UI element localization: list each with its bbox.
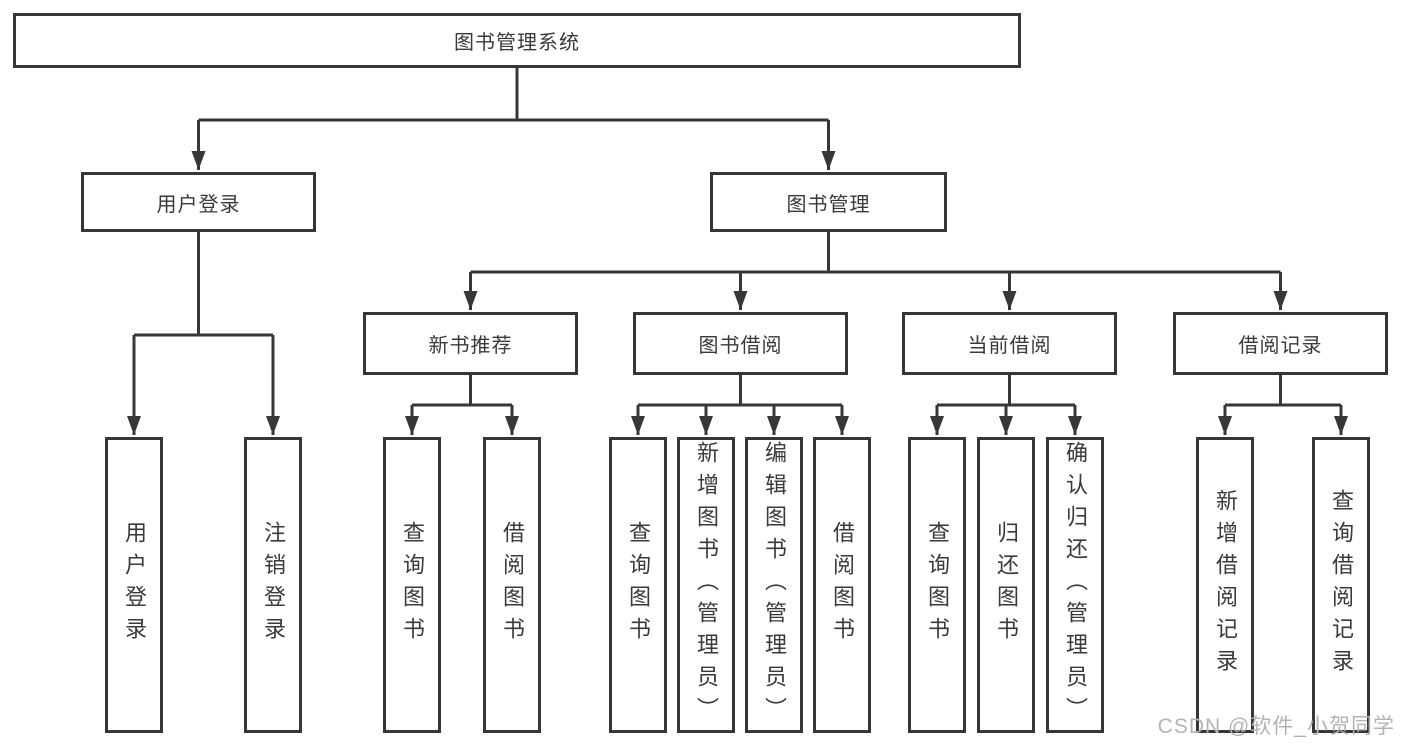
csdn-watermark: CSDN @软件_小贺同学 [1157,715,1395,738]
leaf-logout: 注销登录 [244,437,302,733]
node-book-management: 图书管理 [710,172,947,232]
node-current-borrowing: 当前借阅 [902,312,1117,375]
leaf-user-login: 用户登录 [105,437,163,733]
leaf-query-books-2: 查询图书 [609,437,667,733]
leaf-borrow-books-1: 借阅图书 [483,437,541,733]
leaf-confirm-return-admin: 确认归还（管理员） [1046,437,1104,733]
leaf-query-borrow-record: 查询借阅记录 [1312,437,1370,733]
node-borrowing-records: 借阅记录 [1173,312,1388,375]
leaf-query-books-1: 查询图书 [383,437,441,733]
leaf-add-borrow-record: 新增借阅记录 [1196,437,1254,733]
node-library-management-system: 图书管理系统 [13,13,1021,68]
leaf-add-book-admin: 新增图书（管理员） [677,437,735,733]
leaf-edit-book-admin: 编辑图书（管理员） [745,437,803,733]
leaf-query-books-3: 查询图书 [908,437,966,733]
node-new-book-recommend: 新书推荐 [363,312,578,375]
leaf-borrow-books-2: 借阅图书 [813,437,871,733]
leaf-return-book: 归还图书 [977,437,1035,733]
node-book-borrowing: 图书借阅 [633,312,848,375]
node-user-login: 用户登录 [81,172,316,232]
